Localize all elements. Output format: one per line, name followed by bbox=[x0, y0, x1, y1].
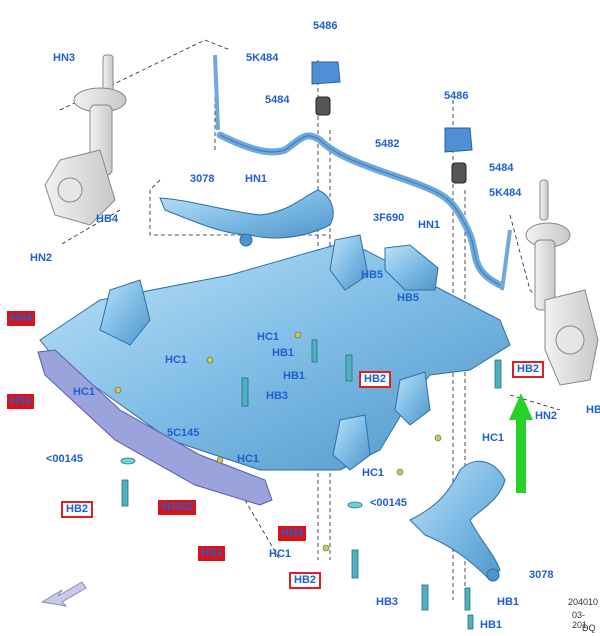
washers bbox=[120, 457, 363, 509]
green-arrow bbox=[509, 393, 533, 493]
label-hn2-right: HN2 bbox=[535, 410, 558, 422]
stabilizer-links bbox=[213, 54, 512, 291]
bolts bbox=[121, 339, 502, 630]
label-hb1-bottom-a: HB1 bbox=[497, 596, 520, 608]
label-hn4-left: HN4 bbox=[7, 311, 36, 326]
label-5486-left: 5486 bbox=[313, 20, 338, 32]
label-3f690: 3F690 bbox=[373, 212, 405, 224]
front-crossmember bbox=[37, 349, 273, 506]
label-5482: 5482 bbox=[375, 138, 400, 150]
label-5486-right: 5486 bbox=[444, 90, 469, 102]
label-5484-left: 5484 bbox=[265, 94, 290, 106]
label-3078-top: 3078 bbox=[190, 173, 215, 185]
label-hb-edge: HB bbox=[586, 404, 600, 416]
label-hc1-a: HC1 bbox=[257, 331, 280, 343]
label-hc1-d: HC1 bbox=[362, 467, 385, 479]
label-hc1-c: HC1 bbox=[237, 453, 260, 465]
stabilizer-bushings bbox=[315, 96, 467, 184]
left-strut-assembly bbox=[44, 54, 127, 226]
label-hb2-right: HB2 bbox=[512, 361, 545, 378]
label-hn2-left: HN2 bbox=[30, 252, 53, 264]
footer-code-2: 03-201 bbox=[572, 610, 588, 630]
label-hn1-b: HN1 bbox=[418, 219, 441, 231]
label-hb2-bottom: HB2 bbox=[289, 572, 322, 589]
label-5k484-top: 5K484 bbox=[246, 52, 279, 64]
right-strut-assembly bbox=[525, 179, 599, 386]
label-3078-bottom: 3078 bbox=[529, 569, 554, 581]
label-hb3-bottom: HB3 bbox=[376, 596, 399, 608]
label-hb1-a: HB1 bbox=[272, 347, 295, 359]
label-hb1-b: HB1 bbox=[283, 370, 306, 382]
label-5d032: 5D032 bbox=[158, 500, 197, 515]
label-hn4-bottom: HN4 bbox=[278, 526, 307, 541]
label-hc1-b: HC1 bbox=[165, 354, 188, 366]
label-00145-left: <00145 bbox=[46, 453, 84, 465]
label-hn3: HN3 bbox=[53, 52, 76, 64]
footer-code-3: DQ bbox=[582, 623, 596, 633]
label-hb4: HB4 bbox=[96, 213, 119, 225]
label-00145-right: <00145 bbox=[370, 497, 408, 509]
stabilizer-brackets bbox=[311, 61, 473, 153]
left-control-arm bbox=[159, 189, 334, 247]
label-hb2-center: HB2 bbox=[359, 371, 392, 388]
label-hs1-left: HS1 bbox=[7, 394, 35, 409]
subframe bbox=[39, 234, 511, 471]
label-hc1-left: HC1 bbox=[73, 386, 96, 398]
label-hb5-a: HB5 bbox=[361, 269, 384, 281]
label-5k484-right: 5K484 bbox=[489, 187, 522, 199]
label-5c145: 5C145 bbox=[167, 427, 200, 439]
label-hb5-b: HB5 bbox=[397, 292, 420, 304]
label-hb3-mid: HB3 bbox=[266, 390, 289, 402]
label-hc1-right: HC1 bbox=[482, 432, 505, 444]
footer-code-1: 204010 bbox=[568, 597, 599, 607]
nuts bbox=[114, 331, 442, 552]
label-5484-right: 5484 bbox=[489, 162, 514, 174]
label-hs1-bottom: HS1 bbox=[198, 546, 226, 561]
label-hb2-left: HB2 bbox=[61, 501, 94, 518]
label-hb1-bottom-b: HB1 bbox=[480, 619, 503, 631]
right-control-arm bbox=[409, 460, 506, 582]
direction-arrow bbox=[40, 581, 87, 607]
label-hc1-bottom: HC1 bbox=[269, 548, 292, 560]
label-hn1-a: HN1 bbox=[245, 173, 268, 185]
engine-mount-bracket bbox=[384, 244, 439, 291]
